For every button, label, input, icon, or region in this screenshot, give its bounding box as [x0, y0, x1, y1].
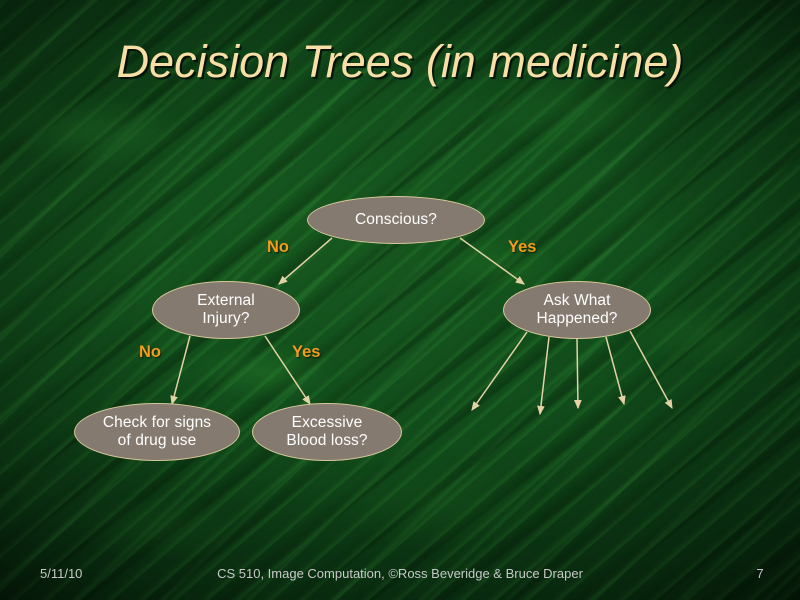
edge-label-conscious-no: No [267, 238, 289, 256]
edge-ask-outcome-1 [471, 331, 528, 411]
edge-external-to-drug [170, 335, 191, 406]
edge-ask-outcome-2 [537, 336, 550, 416]
edge-label-conscious-yes: Yes [508, 238, 537, 256]
tree-node-check-drug-use-label-line1: Check for signs [102, 413, 212, 431]
footer-page-number: 7 [756, 566, 764, 581]
edge-label-external-no: No [139, 343, 161, 361]
edge-ask-outcome-5 [629, 330, 673, 410]
tree-node-check-drug-use-label-line2: of drug use [117, 432, 197, 449]
page-title: Decision Trees (in medicine) [116, 36, 684, 87]
tree-node-ask-what-happened-label-line1: Ask What [543, 291, 611, 309]
tree-node-ask-what-happened[interactable]: Ask What Happened? [503, 281, 651, 339]
edge-conscious-to-external [278, 237, 333, 285]
tree-node-excessive-blood-loss-label-line2: Blood loss? [286, 432, 368, 449]
edge-ask-outcome-4 [605, 336, 626, 406]
tree-node-external-injury-label-line2: Injury? [202, 310, 250, 327]
footer-attribution: CS 510, Image Computation, ©Ross Beverid… [217, 566, 583, 581]
tree-node-conscious-label: Conscious? [355, 210, 437, 228]
tree-node-ask-what-happened-label-line2: Happened? [536, 310, 618, 327]
edge-label-external-yes: Yes [292, 343, 321, 361]
tree-node-external-injury[interactable]: External Injury? [152, 281, 300, 339]
edge-ask-outcome-3 [573, 338, 582, 410]
tree-node-external-injury-label-line1: External [197, 291, 255, 309]
slide-footer: 5/11/10 CS 510, Image Computation, ©Ross… [0, 566, 800, 588]
tree-node-conscious[interactable]: Conscious? [307, 196, 485, 244]
tree-node-excessive-blood-loss[interactable]: Excessive Blood loss? [252, 403, 402, 461]
tree-node-excessive-blood-loss-label-line1: Excessive [291, 413, 363, 431]
edge-conscious-to-ask [459, 237, 525, 285]
edge-external-to-blood [264, 335, 311, 406]
footer-date: 5/11/10 [40, 566, 83, 581]
tree-node-check-drug-use[interactable]: Check for signs of drug use [74, 403, 240, 461]
